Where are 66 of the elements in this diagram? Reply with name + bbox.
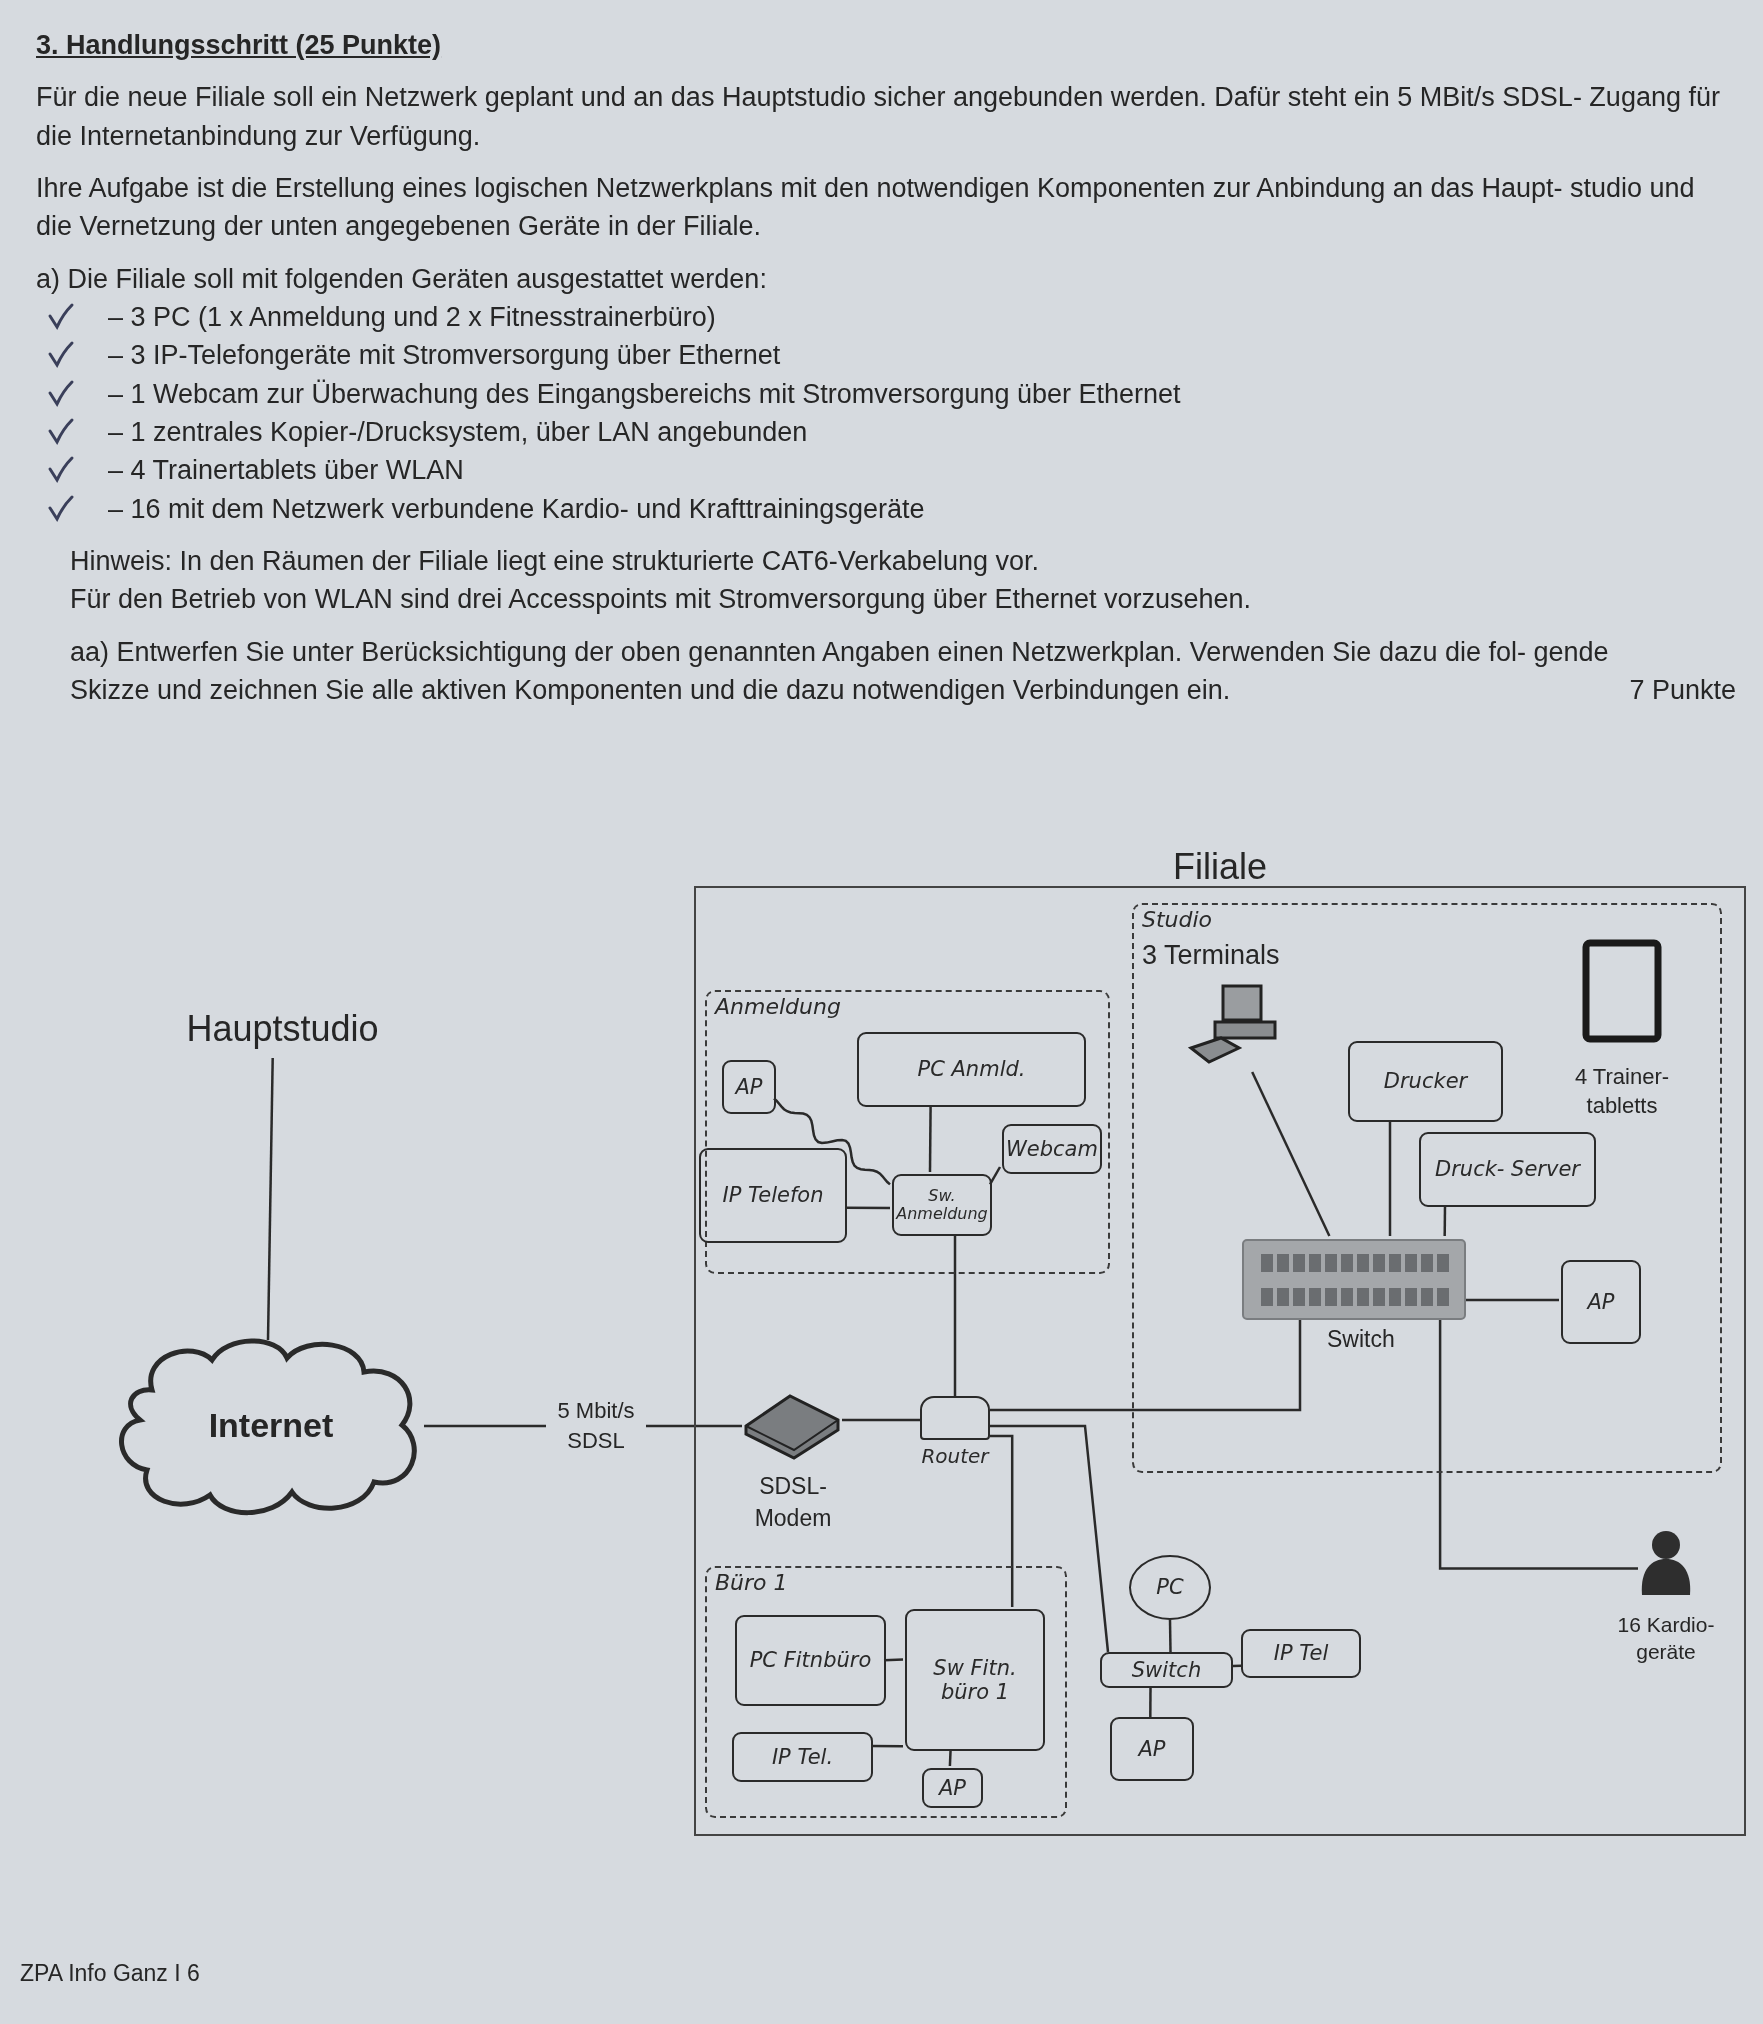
- pc-box: PC Fitnbüro: [735, 1615, 886, 1706]
- device-label: 3 Terminals: [1142, 940, 1281, 971]
- paragraph: Für die neue Filiale soll ein Netzwerk geplant und an das Hauptstudio sicher angebunden werden. Dafür steht ein 5 MBit/s SDSL- Zugang für die Internetanbindung zur Verfügung.: [36, 82, 1720, 151]
- access-point-box: AP: [722, 1060, 776, 1114]
- device-label: 4 Trainer- tabletts: [1573, 1063, 1671, 1120]
- list-item: – 1 zentrales Kopier-/Drucksystem, über LAN angebunden: [108, 416, 808, 447]
- access-point-box: AP: [922, 1768, 983, 1808]
- connection-line: [883, 1658, 904, 1662]
- ip-phone-box: IP Tel.: [732, 1732, 873, 1782]
- connection-line: [842, 1418, 920, 1422]
- connection-line: [1232, 1664, 1242, 1668]
- list-item: – 3 IP-Telefongeräte mit Stromversorgung über Ethernet: [108, 340, 781, 371]
- connection-line: [1443, 1205, 1447, 1236]
- connection-line: [990, 1434, 1014, 1607]
- page-footer: ZPA Info Ganz I 6: [20, 1960, 200, 1987]
- pc-box: PC Anmld.: [857, 1032, 1086, 1107]
- connection-line: [928, 1105, 932, 1172]
- connection-line: [871, 1744, 903, 1748]
- connection-line: [988, 1166, 1002, 1186]
- connection-line: [773, 1097, 891, 1186]
- list-item: – 4 Trainertablets über WLAN: [108, 455, 464, 486]
- handwritten-label: Studio: [1142, 907, 1213, 932]
- points-label: 7 Punkte: [1629, 673, 1736, 707]
- note-text: Hinweis: In den Räumen der Filiale liegt eine strukturierte CAT6-Verkabelung vor.: [70, 545, 1039, 576]
- connection-line: [953, 1234, 957, 1396]
- print-server-box: Druck- Server: [1419, 1132, 1596, 1207]
- switch-box: Switch: [1100, 1652, 1233, 1688]
- section-heading: 3. Handlungsschritt (25 Punkte): [36, 30, 442, 60]
- paragraph: Ihre Aufgabe ist die Erstellung eines logischen Netzwerkplans mit den notwendigen Komponenten zur Anbindung an das Haupt- studio und die Vernetzung der unten angegebenen Geräte in der Filiale.: [36, 173, 1695, 242]
- dashed-area: [705, 1566, 1067, 1818]
- connection-line: [1465, 1298, 1559, 1302]
- ip-phone-box: IP Telefon: [699, 1148, 847, 1243]
- connection-line: [948, 1748, 952, 1767]
- list-item: – 3 PC (1 x Anmeldung und 2 x Fitnesstrainerbüro): [108, 301, 716, 332]
- device-label: Switch: [1327, 1326, 1395, 1353]
- access-point-box: AP: [1110, 1717, 1194, 1781]
- connection-line: [1438, 1319, 1638, 1570]
- location-label: Hauptstudio: [160, 1008, 405, 1058]
- connection-line: [1149, 1688, 1152, 1717]
- webcam-box: Webcam: [1002, 1124, 1102, 1174]
- connection-line: [990, 1424, 1110, 1653]
- ip-phone-box: IP Tel: [1241, 1629, 1361, 1678]
- handwritten-label: Router: [920, 1444, 991, 1468]
- task-text: aa) Entwerfen Sie unter Berücksichtigung der oben genannten Angaben einen Netzwerkplan. Verwenden Sie dazu die fol- gende Skizze und zeichnen Sie alle aktiven Komponenten und die dazu notwendigen Verbindungen ein.: [70, 635, 1610, 707]
- connection-line: [1168, 1619, 1172, 1653]
- connection-line: [845, 1206, 890, 1210]
- connection-line: [1251, 1071, 1331, 1237]
- dashed-area: [1132, 903, 1722, 1473]
- access-point-box: AP: [1561, 1260, 1641, 1344]
- area-title: Filiale: [1172, 846, 1268, 886]
- pc-circle: PC: [1129, 1555, 1211, 1620]
- handwritten-label: Anmeldung: [715, 994, 841, 1019]
- connection-line: [1388, 1120, 1392, 1236]
- note-text: Für den Betrieb von WLAN sind drei Accesspoints mit Stromversorgung über Ethernet vorzusehen.: [70, 584, 1252, 615]
- switch-box: Sw Fitn. büro 1: [905, 1609, 1045, 1751]
- handwritten-label: Büro 1: [715, 1570, 788, 1595]
- connection-line: [990, 1319, 1302, 1412]
- task-text: a) Die Filiale soll mit folgenden Geräten ausgestattet werden:: [36, 263, 767, 294]
- connection-line: [266, 1057, 274, 1341]
- device-label: SDSL- Modem: [753, 1472, 833, 1534]
- list-item: – 1 Webcam zur Überwachung des Eingangsbereichs mit Stromversorgung über Ethernet: [108, 378, 1181, 409]
- switch-box: Sw. Anmeldung: [892, 1174, 992, 1236]
- device-label: 16 Kardio- geräte: [1616, 1612, 1716, 1666]
- printer-box: Drucker: [1348, 1041, 1503, 1122]
- list-item: – 16 mit dem Netzwerk verbundene Kardio- und Krafttrainingsgeräte: [108, 493, 925, 524]
- node-label: Internet: [207, 1406, 335, 1445]
